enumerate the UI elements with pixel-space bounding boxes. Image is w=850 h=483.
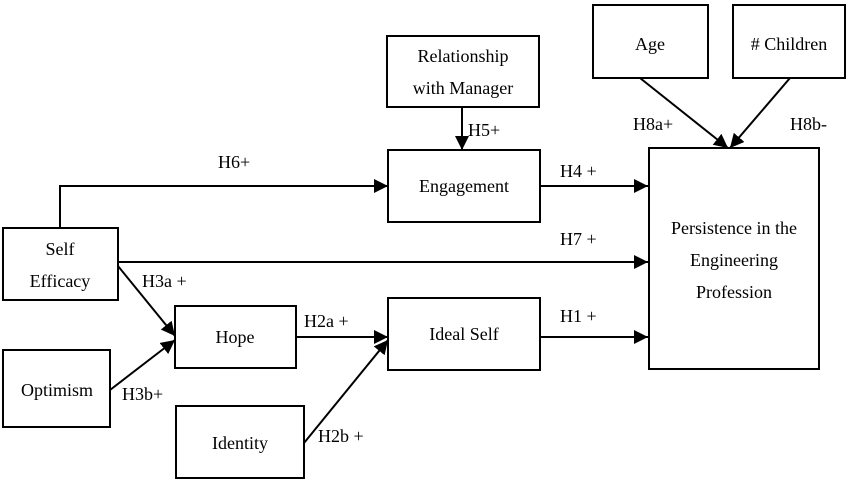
edge-h8b <box>729 77 791 149</box>
edge-h8a <box>639 77 729 149</box>
node-engagement: Engagement <box>387 149 541 223</box>
node-relationship-line-2: with Manager <box>413 78 513 98</box>
node-persistence: Persistence in the Engineering Professio… <box>648 147 820 370</box>
edge-label-h3b: H3b+ <box>122 384 163 404</box>
node-persistence-line-2: Engineering <box>690 250 778 270</box>
node-ideal-self-label: Ideal Self <box>429 324 498 344</box>
node-persistence-line-1: Persistence in the <box>671 218 797 238</box>
edge-h6 <box>59 179 388 228</box>
node-engagement-label: Engagement <box>419 176 509 196</box>
edge-label-h2a: H2a + <box>304 311 349 331</box>
edge-label-h5: H5+ <box>468 120 500 140</box>
node-self-efficacy: Self Efficacy <box>2 227 119 301</box>
edge-label-h1: H1 + <box>560 306 597 326</box>
edge-h2b <box>303 339 389 444</box>
edge-label-h3a: H3a + <box>142 271 187 291</box>
node-identity-label: Identity <box>212 433 268 453</box>
edge-label-h8a: H8a+ <box>633 114 673 134</box>
node-age: Age <box>592 4 709 79</box>
node-age-label: Age <box>635 34 665 54</box>
node-persistence-line-3: Profession <box>696 282 772 302</box>
edge-h3a <box>117 265 176 337</box>
node-relationship-with-manager: Relationship with Manager <box>386 35 540 108</box>
node-self-efficacy-line-2: Efficacy <box>30 271 91 291</box>
node-optimism-label: Optimism <box>21 380 93 400</box>
node-hope: Hope <box>174 305 297 369</box>
edge-label-h4: H4 + <box>560 161 597 181</box>
node-hope-label: Hope <box>216 327 255 347</box>
node-optimism: Optimism <box>2 349 111 428</box>
edge-label-h7: H7 + <box>560 229 597 249</box>
node-self-efficacy-line-1: Self <box>46 239 75 259</box>
node-children-label: # Children <box>751 34 828 54</box>
node-children: # Children <box>732 4 846 79</box>
node-ideal-self: Ideal Self <box>387 297 541 371</box>
node-identity: Identity <box>175 405 305 479</box>
edge-label-h6: H6+ <box>218 152 250 172</box>
node-relationship-line-1: Relationship <box>418 46 509 66</box>
edge-label-h2b: H2b + <box>318 426 364 446</box>
edge-h3b <box>109 339 176 391</box>
edge-label-h8b: H8b- <box>790 114 827 134</box>
